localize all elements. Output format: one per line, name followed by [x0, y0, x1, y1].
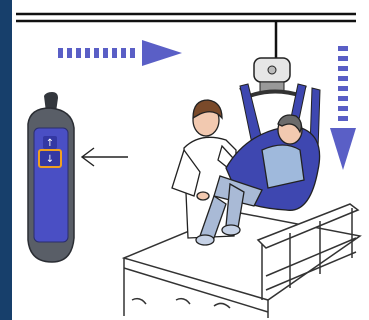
up-arrow-icon: ↑ — [46, 138, 54, 149]
left-frame-border — [0, 0, 12, 320]
down-arrow-icon: ↓ — [46, 154, 54, 165]
remote-up-button[interactable]: ↑ — [43, 136, 57, 149]
handheld-remote: ↑ ↓ — [28, 92, 74, 262]
vertical-motion-arrow-icon — [330, 46, 356, 170]
hospital-bed — [124, 204, 360, 318]
ceiling-rail — [16, 14, 356, 21]
horizontal-motion-arrow-icon — [58, 40, 182, 66]
remote-down-button[interactable]: ↓ — [39, 150, 61, 167]
ceiling-hoist — [240, 21, 306, 98]
pointer-arrow-icon — [82, 148, 128, 166]
